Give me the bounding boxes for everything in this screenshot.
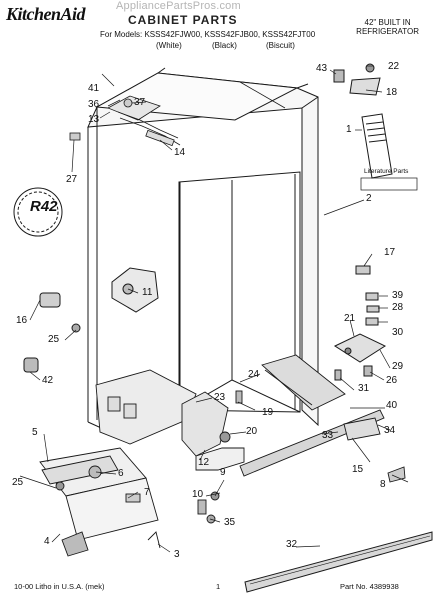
- callout-39: 39: [392, 290, 404, 301]
- callout-11: 11: [142, 287, 153, 298]
- product-type-line-1: 42" BUILT IN: [364, 18, 411, 27]
- top-components: [69, 81, 286, 147]
- callout-23: 23: [214, 392, 226, 403]
- inner-bracket: [111, 267, 159, 313]
- callout-34: 34: [384, 425, 396, 436]
- callout-25-lower: 25: [12, 477, 24, 488]
- callout-20: 20: [246, 426, 258, 437]
- callout-2: 2: [366, 193, 372, 204]
- callout-33: 33: [322, 430, 334, 441]
- callout-36: 36: [88, 99, 100, 110]
- model-stamp-text: R42: [30, 198, 58, 215]
- callout-9: 9: [220, 467, 226, 478]
- footer-part-number: Part No. 4389938: [340, 582, 399, 591]
- callout-16: 16: [16, 315, 28, 326]
- callout-26: 26: [386, 375, 398, 386]
- kickplate: [244, 531, 433, 593]
- hinge-assembly: [333, 265, 387, 381]
- callout-10: 10: [192, 489, 204, 500]
- model-stamp: [13, 187, 63, 237]
- bottom-left-assembly: [39, 447, 161, 557]
- footer-page-number: 1: [216, 582, 221, 591]
- leader-lines: [19, 65, 409, 553]
- callout-6: 6: [118, 468, 124, 479]
- bottom-machinery: [95, 354, 406, 524]
- callout-15: 15: [352, 464, 364, 475]
- callout-25-upper: 25: [48, 334, 60, 345]
- callout-42: 42: [42, 375, 54, 386]
- page-title: CABINET PARTS: [128, 13, 238, 27]
- callout-13: 13: [88, 114, 100, 125]
- callout-19: 19: [262, 407, 274, 418]
- product-type: 42" BUILT IN REFRIGERATOR: [356, 18, 419, 36]
- callout-3: 3: [174, 549, 180, 560]
- brand-logo: KitchenAid: [6, 4, 86, 24]
- callout-35: 35: [224, 517, 236, 528]
- color-white: (White): [156, 41, 182, 50]
- callout-40: 40: [386, 400, 398, 411]
- product-type-line-2: REFRIGERATOR: [356, 27, 419, 36]
- callout-29: 29: [392, 361, 404, 372]
- color-black: (Black): [212, 41, 237, 50]
- callout-43: 43: [316, 63, 328, 74]
- callout-37: 37: [134, 97, 146, 108]
- literature-label: Literature Parts: [364, 168, 409, 175]
- callout-41: 41: [88, 83, 100, 94]
- callout-18: 18: [386, 87, 398, 98]
- footer-print-info: 10-00 Litho in U.S.A. (mek): [14, 582, 105, 591]
- left-hardware: [23, 292, 81, 373]
- callout-5: 5: [32, 427, 38, 438]
- callout-24: 24: [248, 369, 260, 380]
- callout-21: 21: [344, 313, 356, 324]
- callout-7: 7: [144, 487, 150, 498]
- callout-12: 12: [198, 457, 210, 468]
- model-list: For Models: KSSS42FJW00, KSSS42FJB00, KS…: [100, 30, 316, 39]
- callout-30: 30: [392, 327, 404, 338]
- callout-14: 14: [174, 147, 186, 158]
- callout-27: 27: [66, 174, 78, 185]
- callout-28: 28: [392, 302, 404, 313]
- callout-32: 32: [286, 539, 298, 550]
- callout-31: 31: [358, 383, 370, 394]
- callout-17: 17: [384, 247, 396, 258]
- callout-22: 22: [388, 61, 400, 72]
- callout-8: 8: [380, 479, 386, 490]
- callout-1: 1: [346, 124, 352, 135]
- watermark: AppliancePartsPros.com: [116, 0, 241, 12]
- color-biscuit: (Biscuit): [266, 41, 295, 50]
- callout-4: 4: [44, 536, 50, 547]
